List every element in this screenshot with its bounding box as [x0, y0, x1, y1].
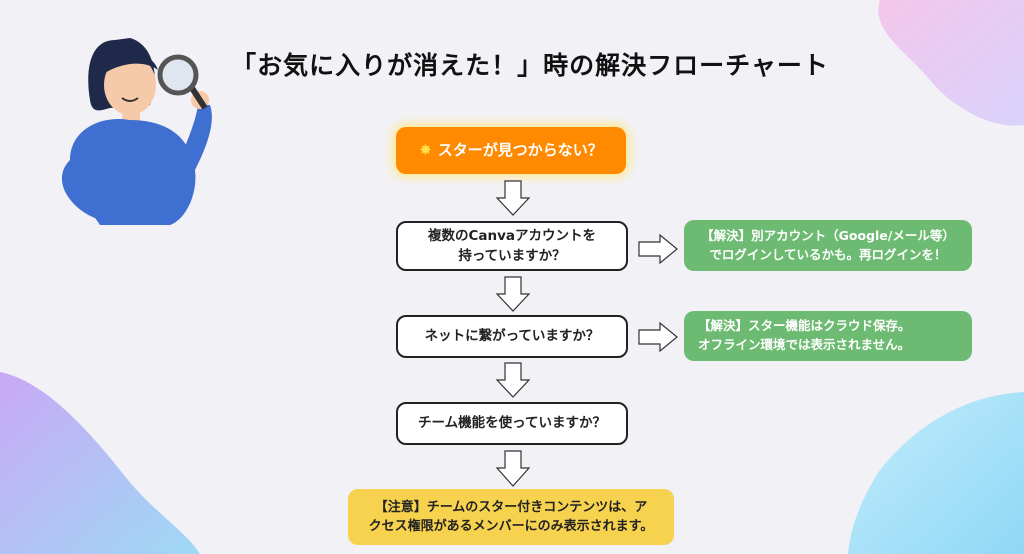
down-arrow-icon: [495, 276, 531, 312]
note-team-stars: 【注意】チームのスター付きコンテンツは、ア クセス権限があるメンバーにのみ表示さ…: [348, 489, 674, 545]
question-text: チーム機能を使っていますか？: [418, 415, 606, 432]
blob-bottom-right: [848, 392, 1024, 554]
solution-text: でログインしているかも。再ログインを！: [709, 246, 947, 262]
start-label: スターが見つからない？: [437, 141, 603, 160]
sparkle-star-icon: ✸: [419, 141, 432, 160]
solution-relogin: 【解決】別アカウント（Google/メール等） でログインしているかも。再ログイ…: [684, 220, 972, 271]
right-arrow-icon: [638, 321, 678, 353]
question-text: 複数のCanvaアカウントを: [427, 227, 597, 244]
woman-with-magnifier-illustration: [61, 38, 212, 225]
down-arrow-icon: [495, 362, 531, 398]
page-title: 「お気に入りが消えた！」時の解決フローチャート: [231, 51, 829, 80]
question-multiple-accounts: 複数のCanvaアカウントを 持っていますか？: [396, 221, 628, 271]
question-team: チーム機能を使っていますか？: [396, 402, 628, 445]
blob-top-right: [878, 0, 1024, 126]
down-arrow-icon: [495, 180, 531, 216]
question-text: 持っていますか？: [458, 248, 566, 264]
solution-text: 【解決】スター機能はクラウド保存。: [698, 318, 911, 334]
solution-text: 【解決】別アカウント（Google/メール等）: [701, 227, 955, 243]
solution-text: オフライン環境では表示されません。: [698, 337, 911, 352]
solution-cloud: 【解決】スター機能はクラウド保存。 オフライン環境では表示されません。: [684, 311, 972, 361]
note-text: クセス権限があるメンバーにのみ表示されます。: [368, 519, 654, 534]
start-node: ✸ スターが見つからない？: [396, 127, 626, 174]
down-arrow-icon: [495, 450, 531, 487]
question-text: ネットに繋がっていますか？: [424, 328, 600, 345]
right-arrow-icon: [638, 233, 678, 265]
blob-bottom-left: [0, 372, 200, 554]
question-internet: ネットに繋がっていますか？: [396, 315, 628, 358]
note-text: 【注意】チームのスター付きコンテンツは、ア: [374, 499, 648, 515]
